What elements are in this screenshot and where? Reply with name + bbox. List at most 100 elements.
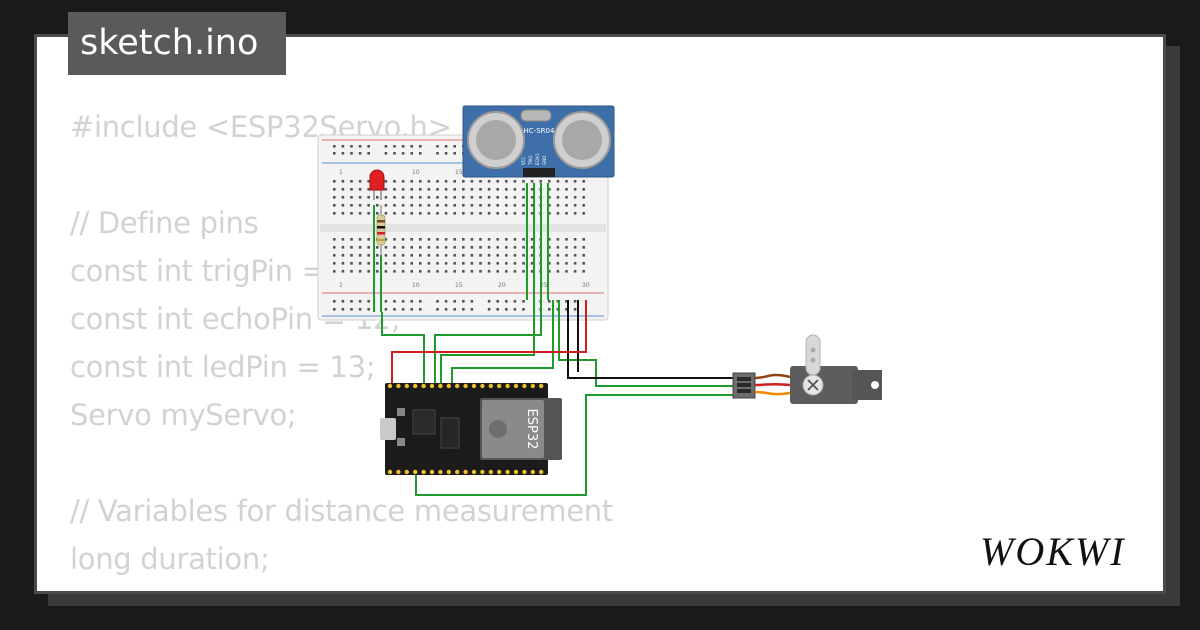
breadboard-hole: [384, 196, 388, 199]
breadboard-hole: [487, 262, 491, 265]
breadboard-hole: [350, 238, 353, 241]
header-pin: [539, 469, 544, 475]
breadboard-hole: [453, 196, 456, 199]
breadboard-hole: [436, 254, 439, 257]
led-body: [369, 169, 385, 191]
breadboard-hole: [376, 254, 379, 257]
breadboard-hole: [470, 270, 474, 273]
breadboard-hole: [341, 212, 345, 215]
breadboard-hole: [522, 262, 525, 265]
breadboard-hole: [410, 152, 413, 155]
breadboard-hole: [487, 238, 491, 241]
breadboard-hole: [522, 254, 525, 257]
breadboard-hole: [341, 254, 345, 257]
breadboard-hole: [436, 300, 439, 303]
breadboard-hole: [350, 188, 353, 191]
header-pin: [396, 383, 401, 389]
breadboard-hole: [436, 188, 439, 191]
breadboard-hole: [333, 180, 336, 183]
breadboard-hole: [530, 270, 534, 273]
wire: [440, 183, 535, 383]
breadboard-hole: [453, 145, 456, 148]
header-pin: [413, 469, 418, 475]
breadboard-hole: [479, 262, 482, 265]
breadboard-hole: [427, 238, 431, 241]
breadboard-hole: [410, 204, 413, 207]
breadboard-hole: [548, 254, 551, 257]
breadboard-hole: [565, 196, 568, 199]
breadboard-hole: [513, 308, 517, 311]
breadboard-hole: [565, 270, 568, 273]
breadboard-hole: [513, 270, 517, 273]
breadboard-hole: [444, 196, 448, 199]
breadboard-hole: [350, 152, 353, 155]
breadboard-hole: [505, 262, 508, 265]
breadboard-hole: [350, 212, 353, 215]
breadboard-hole: [513, 254, 517, 257]
breadboard-hole: [341, 188, 345, 191]
breadboard-hole: [427, 212, 431, 215]
breadboard-hole: [556, 308, 560, 311]
header-pin: [505, 383, 510, 389]
breadboard-hole: [419, 308, 422, 311]
breadboard-hole: [401, 196, 405, 199]
sensor-pin-labels: VCC TRIG ECHO GND: [521, 154, 547, 166]
breadboard-hole: [367, 270, 370, 273]
breadboard-hole: [419, 196, 422, 199]
breadboard-hole: [444, 300, 448, 303]
breadboard-hole: [350, 145, 353, 148]
breadboard-hole: [444, 262, 448, 265]
breadboard-hole: [350, 254, 353, 257]
column-label: 20: [498, 282, 506, 289]
breadboard-hole: [419, 270, 422, 273]
breadboard-hole: [333, 152, 336, 155]
breadboard-hole: [556, 188, 560, 191]
breadboard-hole: [376, 270, 379, 273]
breadboard-hole: [556, 246, 560, 249]
usb-chip: [412, 409, 436, 435]
code-line: // Variables for distance measurement: [70, 494, 613, 528]
breadboard-hole: [376, 212, 379, 215]
header-pin: [404, 469, 409, 475]
servo-body: [790, 366, 858, 404]
breadboard-hole: [496, 270, 499, 273]
breadboard-hole: [513, 262, 517, 265]
breadboard-hole: [470, 300, 474, 303]
breadboard-hole: [444, 246, 448, 249]
breadboard-hole: [548, 270, 551, 273]
breadboard-hole: [470, 180, 474, 183]
connector-pin: [737, 389, 751, 393]
column-label: 10: [412, 282, 420, 289]
breadboard-hole: [453, 300, 456, 303]
resistor-band: [377, 220, 385, 223]
header-pin: [513, 469, 519, 475]
header-pin: [396, 469, 401, 475]
breadboard-hole: [444, 152, 448, 155]
breadboard-hole: [462, 254, 465, 257]
breadboard-hole: [358, 270, 362, 273]
breadboard-hole: [530, 196, 534, 199]
header-pin: [446, 383, 451, 389]
breadboard-hole: [505, 300, 508, 303]
column-label: 15: [455, 169, 463, 176]
breadboard-hole: [539, 180, 542, 183]
code-line: const int ledPin = 13;: [70, 350, 376, 384]
header-pin: [522, 383, 527, 389]
breadboard-hole: [505, 180, 508, 183]
resistor-band: [377, 239, 385, 241]
breadboard-hole: [436, 246, 439, 249]
wire: [391, 300, 587, 383]
breadboard-hole: [453, 180, 456, 183]
breadboard-hole: [401, 152, 405, 155]
esp32-module: [482, 400, 544, 458]
breadboard-hole: [453, 262, 456, 265]
breadboard-hole: [367, 300, 370, 303]
breadboard-hole: [505, 196, 508, 199]
breadboard-hole: [556, 270, 560, 273]
breadboard-hole: [341, 300, 345, 303]
breadboard-hole: [427, 246, 431, 249]
breadboard-hole: [548, 180, 551, 183]
breadboard-hole: [384, 300, 388, 303]
code-line: int distance;: [70, 583, 613, 591]
